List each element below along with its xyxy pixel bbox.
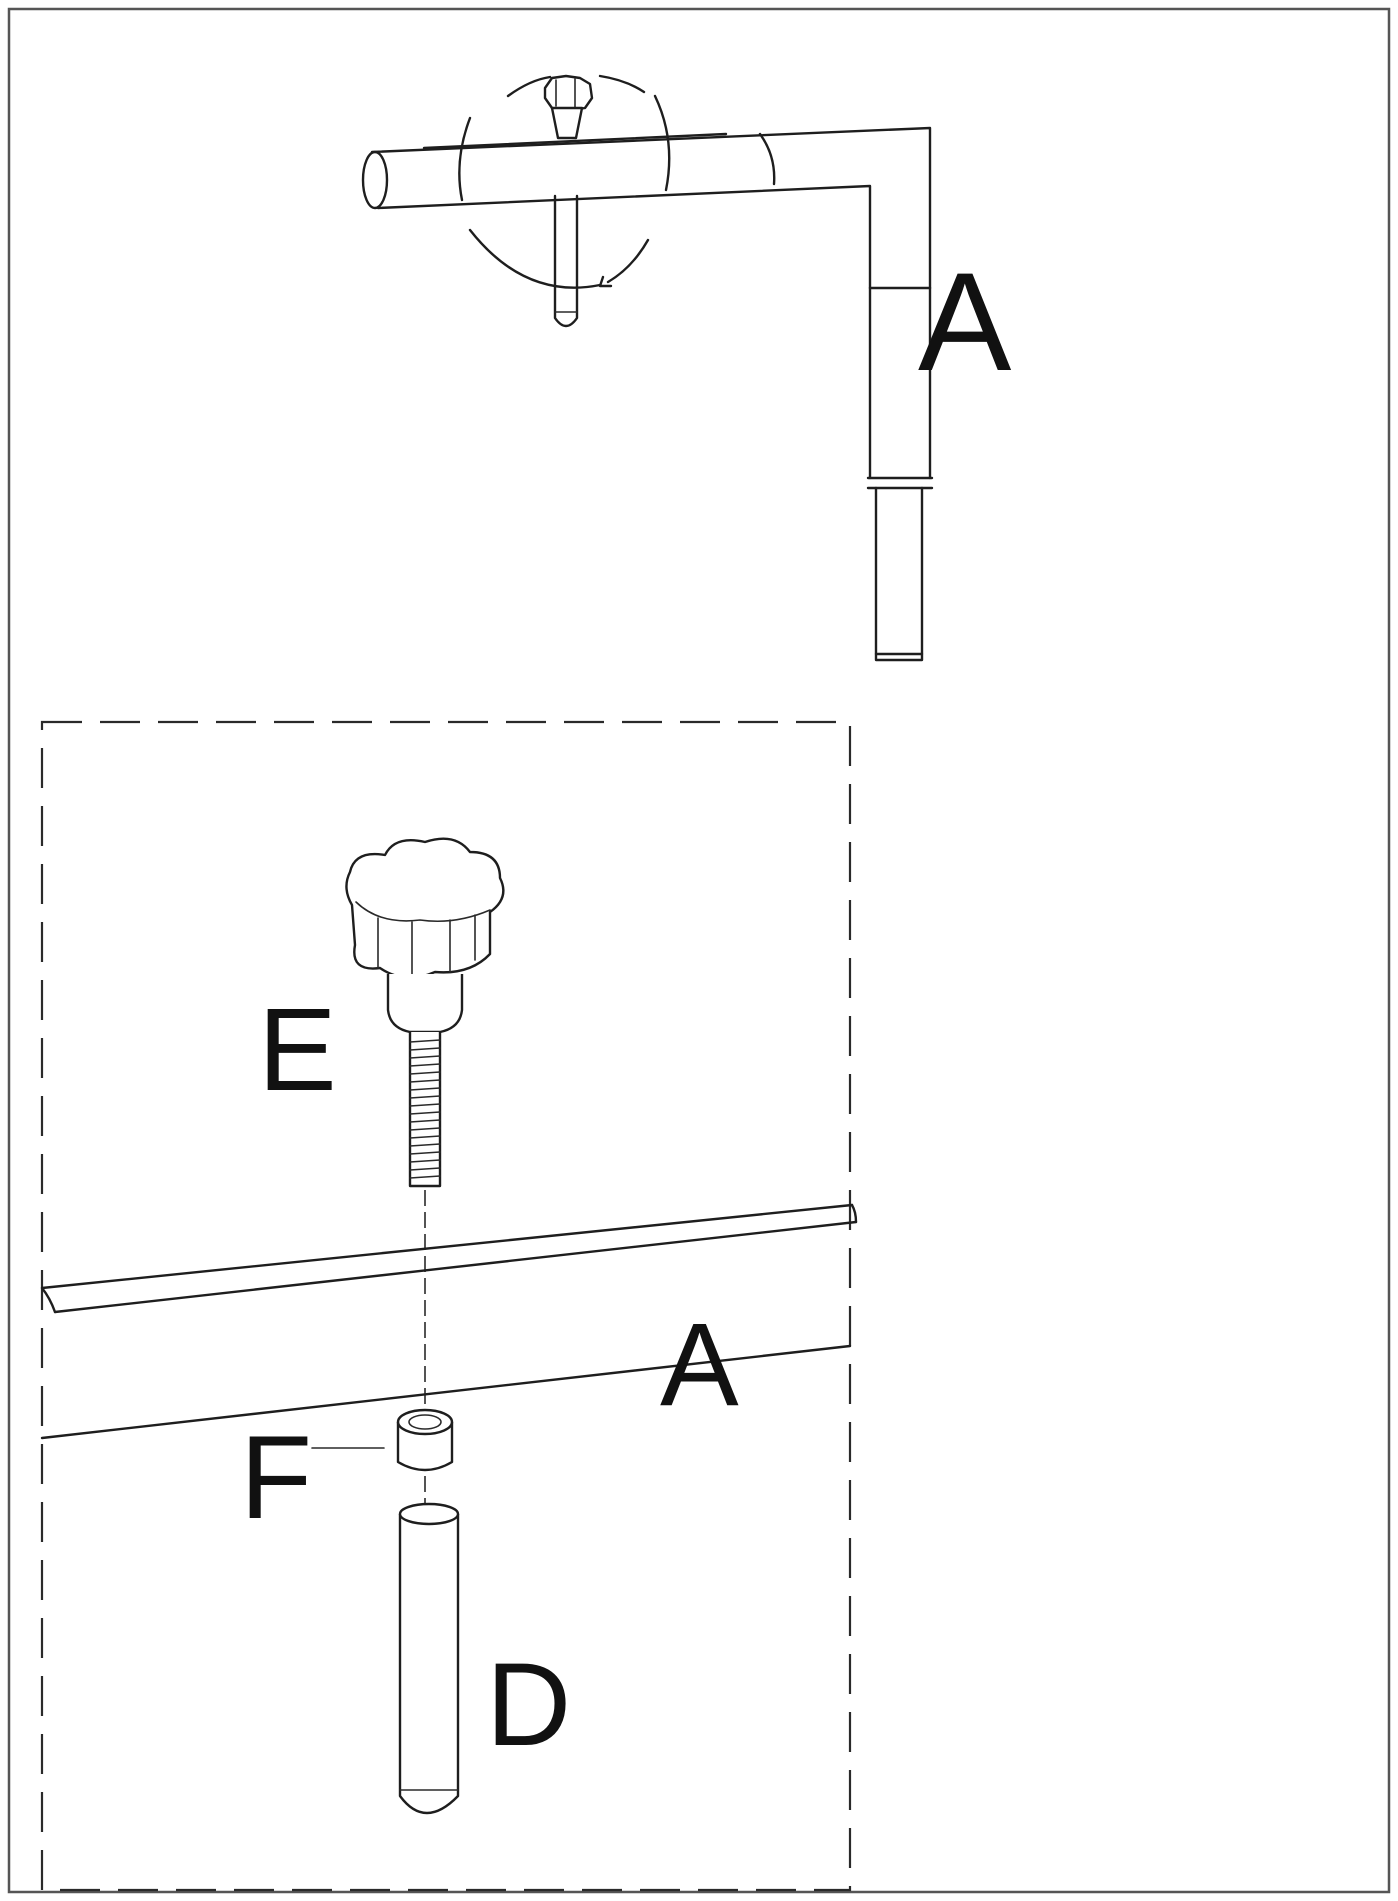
knob-bolt-e — [345, 837, 505, 1188]
label-e: E — [258, 984, 337, 1116]
page-border — [7, 7, 1391, 1894]
top-pin — [553, 194, 579, 328]
detail-frame — [40, 720, 852, 1892]
bushing-f — [396, 1408, 454, 1472]
tube-a — [40, 1203, 858, 1440]
bent-tube-assembly — [361, 126, 934, 662]
top-knob — [422, 74, 728, 150]
rotation-arrows — [458, 74, 671, 289]
label-f: F — [240, 1412, 312, 1544]
label-d: D — [486, 1639, 571, 1771]
rod-d — [398, 1502, 460, 1814]
label-a-mid: A — [660, 1299, 739, 1431]
label-a-top: A — [918, 243, 1012, 400]
